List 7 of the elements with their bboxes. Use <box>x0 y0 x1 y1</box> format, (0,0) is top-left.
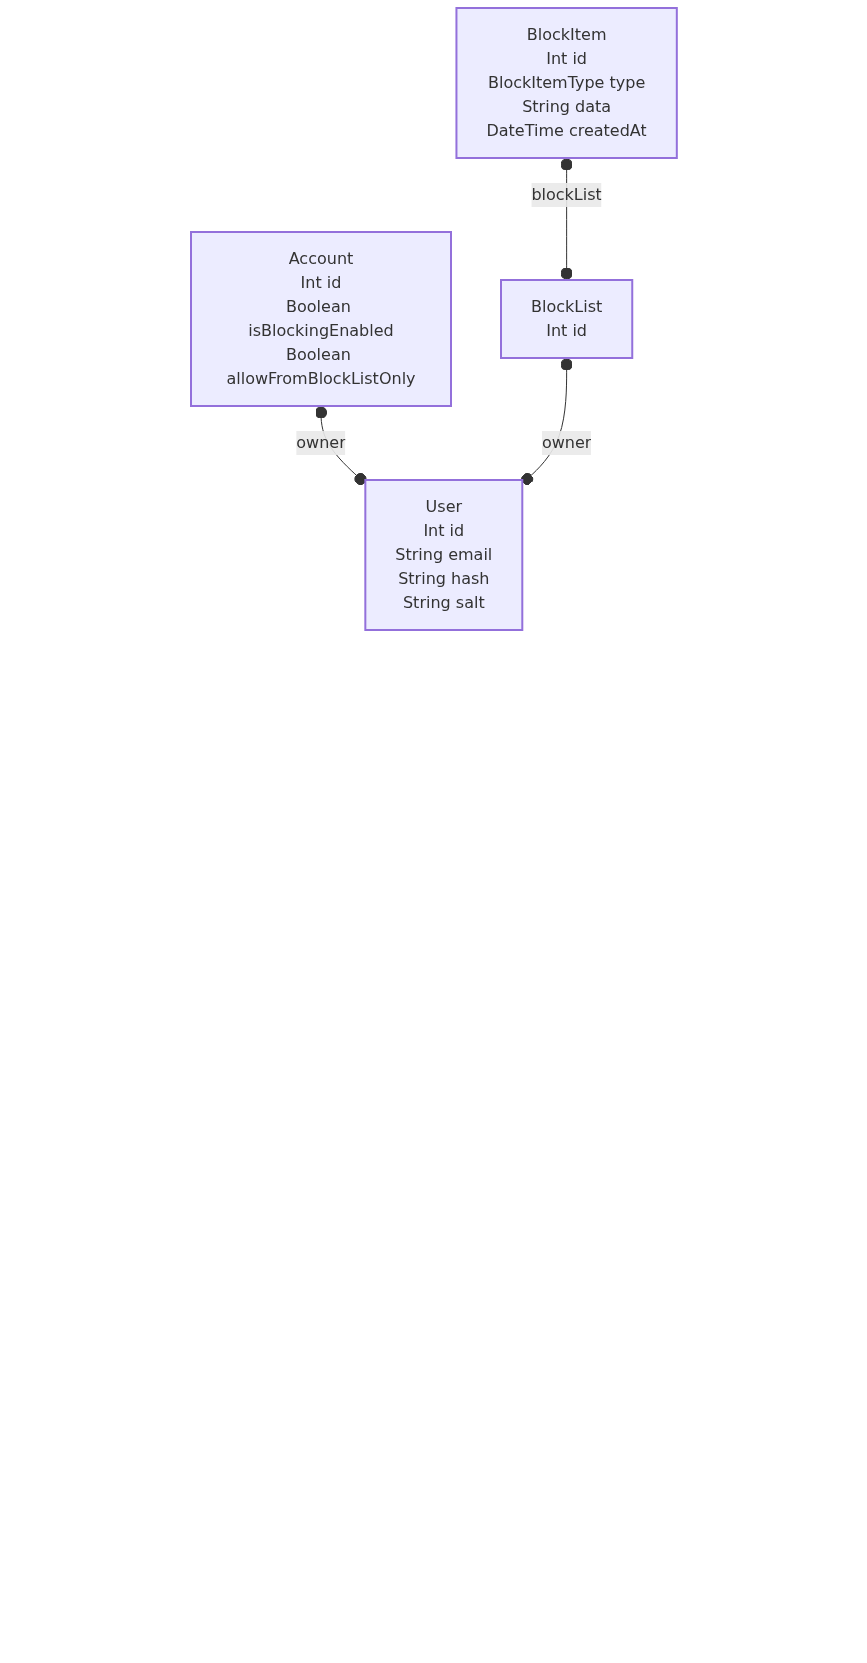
node-box: Account Int id Boolean isBlockingEnabled Boolean allowFromBlockListOnly <box>189 231 452 407</box>
node-box: BlockList Int id <box>499 279 633 359</box>
node-box: BlockItem Int id BlockItemType type String data DateTime createdAt <box>455 7 678 159</box>
edge-label: blockList <box>531 185 602 204</box>
node-box: User Int id String email String hash String salt <box>363 479 523 631</box>
edge-label: owner <box>295 433 346 452</box>
edge-label: owner <box>541 433 591 452</box>
